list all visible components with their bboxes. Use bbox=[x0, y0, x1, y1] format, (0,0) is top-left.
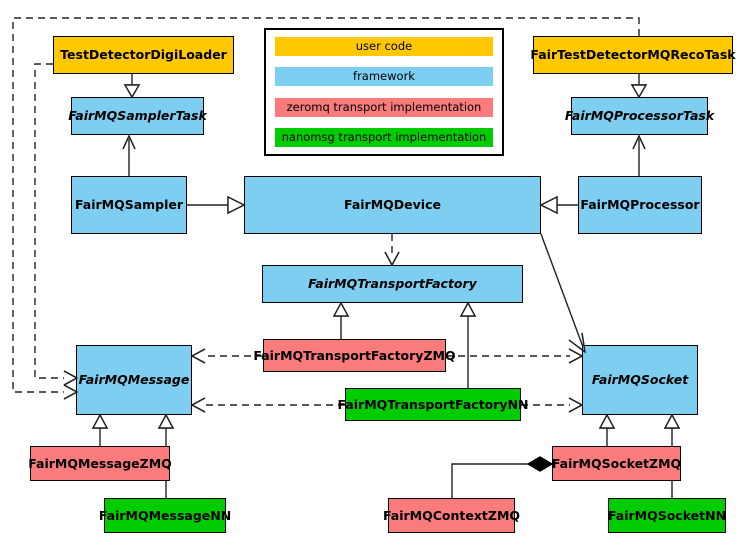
class-box-fairmqsocket[interactable]: FairMQSocket bbox=[582, 345, 698, 415]
class-box-fairmqsocketnn[interactable]: FairMQSocketNN bbox=[608, 498, 726, 533]
class-box-fairtestdetectormqrecotask[interactable]: FairTestDetectorMQRecoTask bbox=[530, 36, 736, 74]
edge-socketzmq-socket bbox=[598, 413, 616, 446]
class-box-testdetectordigiloader[interactable]: TestDetectorDigiLoader bbox=[53, 36, 234, 74]
edge-digiloader-samplertask bbox=[123, 74, 141, 99]
class-box-fairmqsamplertask[interactable]: FairMQSamplerTask bbox=[68, 97, 207, 135]
class-box-fairmqsampler[interactable]: FairMQSampler bbox=[71, 176, 187, 234]
class-box-fairmqtransportfactorynn[interactable]: FairMQTransportFactoryNN bbox=[338, 388, 529, 421]
class-box-fairmqprocessor[interactable]: FairMQProcessor bbox=[578, 176, 702, 234]
class-box-fairmqmessagezmq[interactable]: FairMQMessageZMQ bbox=[28, 446, 172, 481]
edge-recotask-processortask bbox=[630, 74, 648, 99]
edge-tfzmq-tf bbox=[332, 301, 350, 339]
legend-item-nanomsg: nanomsg transport implementation bbox=[275, 127, 493, 147]
edge-tfzmq-socket bbox=[446, 348, 584, 364]
edge-messagezmq-message bbox=[91, 413, 109, 446]
legend-item-framework: framework bbox=[275, 67, 493, 87]
class-box-fairmqmessagenn[interactable]: FairMQMessageNN bbox=[99, 498, 231, 533]
edge-device-socket bbox=[540, 233, 586, 354]
edge-device-transportfactory bbox=[384, 234, 400, 267]
edge-processor-processortask bbox=[632, 134, 646, 176]
legend-item-user-code: user code bbox=[275, 37, 493, 56]
edge-sampler-samplertask bbox=[122, 134, 136, 176]
edge-tfnn-tf bbox=[459, 301, 477, 388]
color-legend: user code framework zeromq transport imp… bbox=[264, 28, 504, 156]
class-box-fairmqtransportfactoryzmq[interactable]: FairMQTransportFactoryZMQ bbox=[253, 339, 456, 372]
edge-sampler-device bbox=[187, 195, 246, 215]
edge-processor-device bbox=[539, 195, 578, 215]
class-box-fairmqsocketzmq[interactable]: FairMQSocketZMQ bbox=[552, 446, 681, 481]
class-box-fairmqdevice[interactable]: FairMQDevice bbox=[244, 176, 541, 234]
class-box-fairmqtransportfactory[interactable]: FairMQTransportFactory bbox=[262, 265, 523, 303]
edge-contextzmq-socketzmq bbox=[451, 456, 554, 498]
edge-tfzmq-message bbox=[190, 348, 263, 364]
class-box-fairmqcontextzmq[interactable]: FairMQContextZMQ bbox=[383, 498, 520, 533]
edge-tfnn-socket bbox=[521, 397, 584, 413]
class-box-fairmqmessage[interactable]: FairMQMessage bbox=[76, 345, 192, 415]
edge-tfnn-message bbox=[190, 397, 345, 413]
legend-item-zeromq: zeromq transport implementation bbox=[275, 97, 493, 117]
class-box-fairmqprocessortask[interactable]: FairMQProcessorTask bbox=[565, 97, 714, 135]
